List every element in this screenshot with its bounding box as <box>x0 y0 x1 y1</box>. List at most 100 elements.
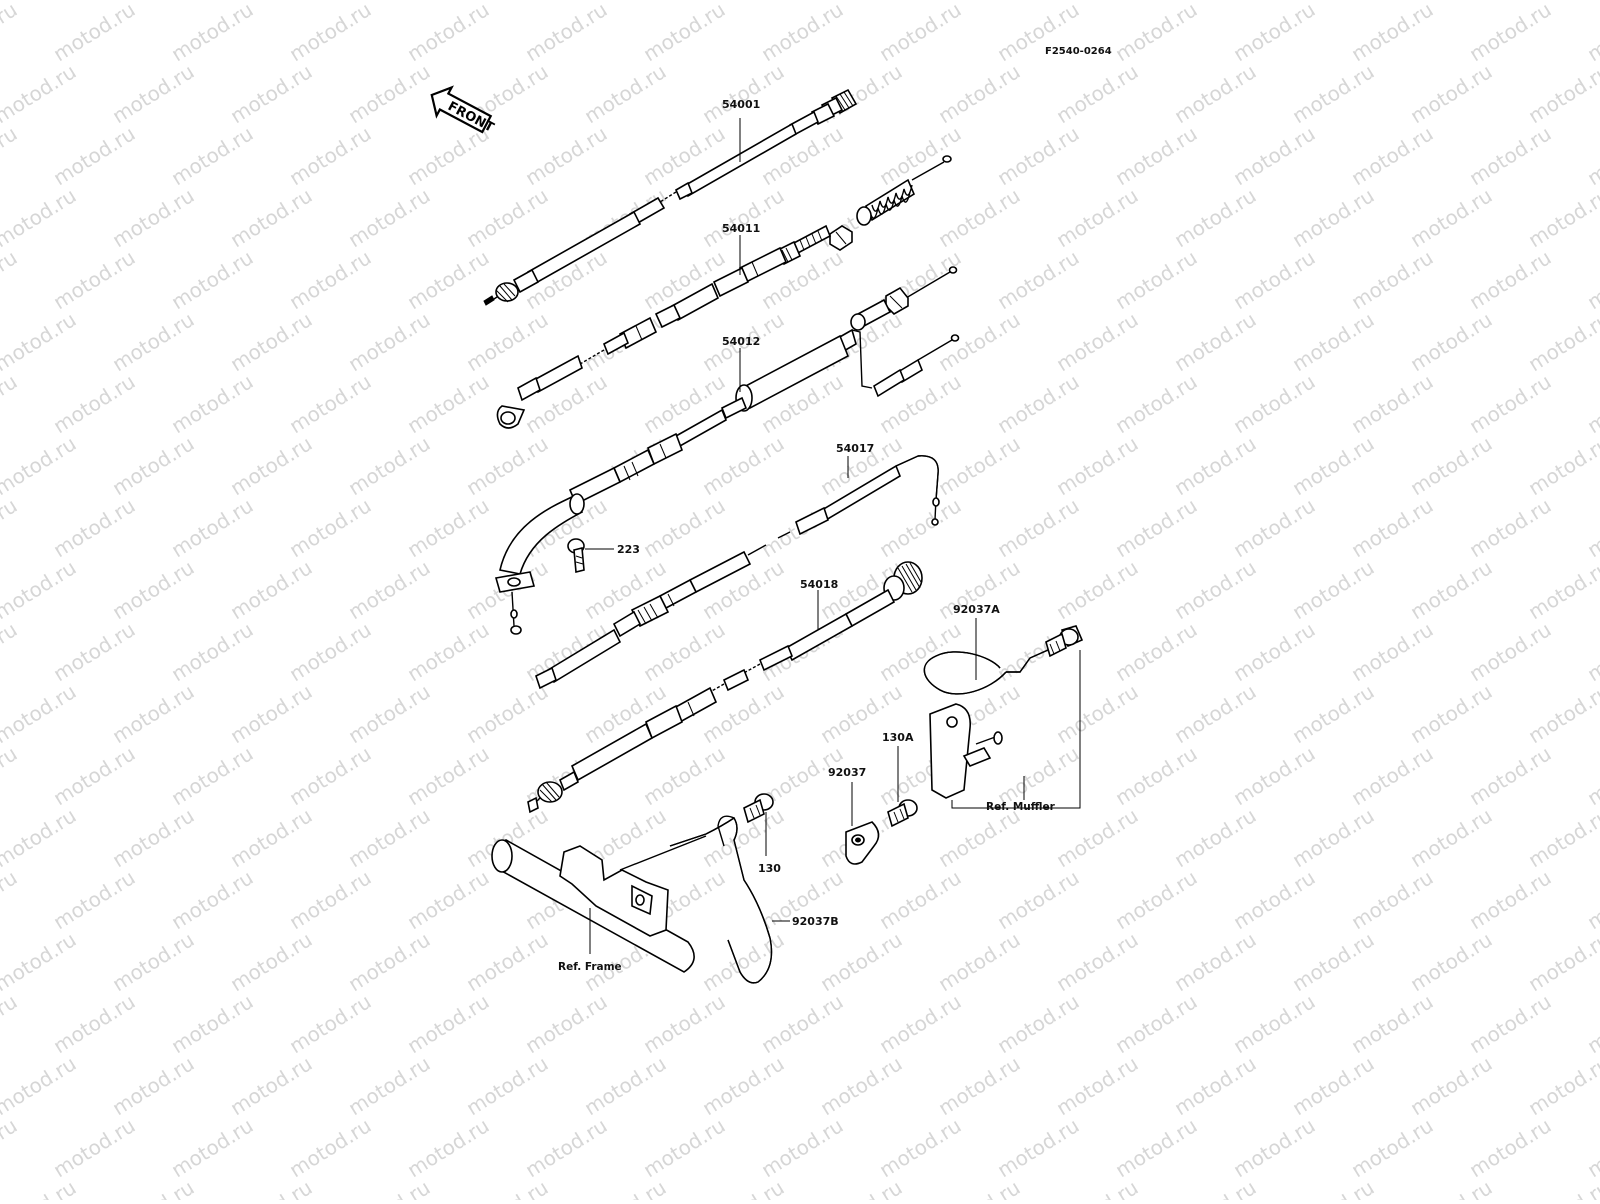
watermark-text: motod.ru <box>403 369 494 438</box>
label-54001: 54001 <box>722 98 760 111</box>
watermark-text: motod.ru <box>1406 1051 1497 1120</box>
watermark-text: motod.ru <box>1347 493 1438 562</box>
watermark-text: motod.ru <box>934 431 1025 500</box>
watermark-text: motod.ru <box>816 1175 907 1200</box>
watermark-text: motod.ru <box>1111 741 1202 810</box>
watermark-text: motod.ru <box>344 431 435 500</box>
watermark-text: motod.ru <box>167 493 258 562</box>
watermark-text: motod.ru <box>875 493 966 562</box>
watermark-text: motod.ru <box>49 989 140 1058</box>
watermark-text: motod.ru <box>0 245 21 314</box>
watermark-text: motod.ru <box>226 183 317 252</box>
watermark-text: motod.ru <box>167 617 258 686</box>
label-54011: 54011 <box>722 222 760 235</box>
label-92037: 92037 <box>828 766 866 779</box>
watermark-text: motod.ru <box>993 121 1084 190</box>
watermark-text: motod.ru <box>1111 369 1202 438</box>
watermark-text: motod.ru <box>1229 0 1320 66</box>
watermark-text: motod.ru <box>1052 803 1143 872</box>
watermark-text: motod.ru <box>1170 803 1261 872</box>
watermark-text: motod.ru <box>1406 1175 1497 1200</box>
watermark-text: motod.ru <box>167 121 258 190</box>
watermark-text: motod.ru <box>757 989 848 1058</box>
watermark-text: motod.ru <box>1465 617 1556 686</box>
watermark-text: motod.ru <box>875 121 966 190</box>
watermark-text: motod.ru <box>1524 1051 1600 1120</box>
watermark-text: motod.ru <box>226 555 317 624</box>
watermark-text: motod.ru <box>1406 555 1497 624</box>
watermark-text: motod.ru <box>521 1113 612 1182</box>
watermark-text: motod.ru <box>1347 741 1438 810</box>
watermark-text: motod.ru <box>1288 1051 1379 1120</box>
watermark-text: motod.ru <box>0 59 80 128</box>
watermark-text: motod.ru <box>49 741 140 810</box>
watermark-text: motod.ru <box>993 493 1084 562</box>
watermark-text: motod.ru <box>226 59 317 128</box>
watermark-text: motod.ru <box>1347 121 1438 190</box>
watermark-text: motod.ru <box>108 679 199 748</box>
watermark-text: motod.ru <box>875 1113 966 1182</box>
bolt-muffler-upper <box>1045 625 1084 658</box>
watermark-text: motod.ru <box>0 865 21 934</box>
watermark-text: motod.ru <box>993 1113 1084 1182</box>
watermark-text: motod.ru <box>1052 431 1143 500</box>
watermark-text: motod.ru <box>1524 803 1600 872</box>
watermark-text: motod.ru <box>934 59 1025 128</box>
watermark-text: motod.ru <box>1288 431 1379 500</box>
watermark-text: motod.ru <box>639 369 730 438</box>
watermark-text: motod.ru <box>49 245 140 314</box>
watermark-text: motod.ru <box>934 803 1025 872</box>
watermark-text: motod.ru <box>1052 679 1143 748</box>
watermark-text: motod.ru <box>1111 245 1202 314</box>
bolt-130 <box>743 793 774 824</box>
screw-223 <box>567 538 585 574</box>
watermark-text: motod.ru <box>698 927 789 996</box>
watermark-text: motod.ru <box>580 1175 671 1200</box>
watermark-text: motod.ru <box>1406 803 1497 872</box>
watermark-text: motod.ru <box>1288 803 1379 872</box>
watermark-text: motod.ru <box>1229 741 1320 810</box>
watermark-text: motod.ru <box>521 989 612 1058</box>
watermark-text: motod.ru <box>108 927 199 996</box>
watermark-text: motod.ru <box>698 431 789 500</box>
watermark-text: motod.ru <box>1170 431 1261 500</box>
watermark-text: motod.ru <box>639 741 730 810</box>
watermark-text: motod.ru <box>816 927 907 996</box>
watermark-text: motod.ru <box>1170 307 1261 376</box>
watermark-text: motod.ru <box>167 865 258 934</box>
watermark-text: motod.ru <box>167 1113 258 1182</box>
watermark-text: motod.ru <box>49 617 140 686</box>
watermark-text: motod.ru <box>934 927 1025 996</box>
watermark-text: motod.ru <box>580 1051 671 1120</box>
label-92037a: 92037A <box>953 603 1000 616</box>
watermark-text: motod.ru <box>0 1113 21 1182</box>
watermark-text: motod.ru <box>226 927 317 996</box>
watermark-text: motod.ru <box>1052 59 1143 128</box>
muffler-bracket <box>929 703 1003 799</box>
watermark-text: motod.ru <box>1583 0 1600 66</box>
watermark-text: motod.ru <box>1583 865 1600 934</box>
watermark-text: motod.ru <box>1288 183 1379 252</box>
watermark-text: motod.ru <box>1111 493 1202 562</box>
watermark-text: motod.ru <box>993 245 1084 314</box>
cable-54011-spring <box>856 178 916 226</box>
watermark-text: motod.ru <box>285 245 376 314</box>
watermark-text: motod.ru <box>1111 989 1202 1058</box>
watermark-text: motod.ru <box>639 1113 730 1182</box>
bolt-130a <box>887 799 918 828</box>
watermark-text: motod.ru <box>1229 865 1320 934</box>
watermark-text: motod.ru <box>403 741 494 810</box>
watermark-text: motod.ru <box>0 927 80 996</box>
watermark-text: motod.ru <box>1347 865 1438 934</box>
watermark-text: motod.ru <box>1465 121 1556 190</box>
watermark-text: motod.ru <box>1170 183 1261 252</box>
watermark-text: motod.ru <box>1465 865 1556 934</box>
watermark-text: motod.ru <box>0 1175 80 1200</box>
watermark-text: motod.ru <box>344 803 435 872</box>
watermark-text: motod.ru <box>1170 1175 1261 1200</box>
watermark-text: motod.ru <box>403 0 494 66</box>
watermark-text: motod.ru <box>285 493 376 562</box>
watermark-text: motod.ru <box>0 307 80 376</box>
watermark-text: motod.ru <box>226 307 317 376</box>
cable-54018 <box>527 561 923 814</box>
